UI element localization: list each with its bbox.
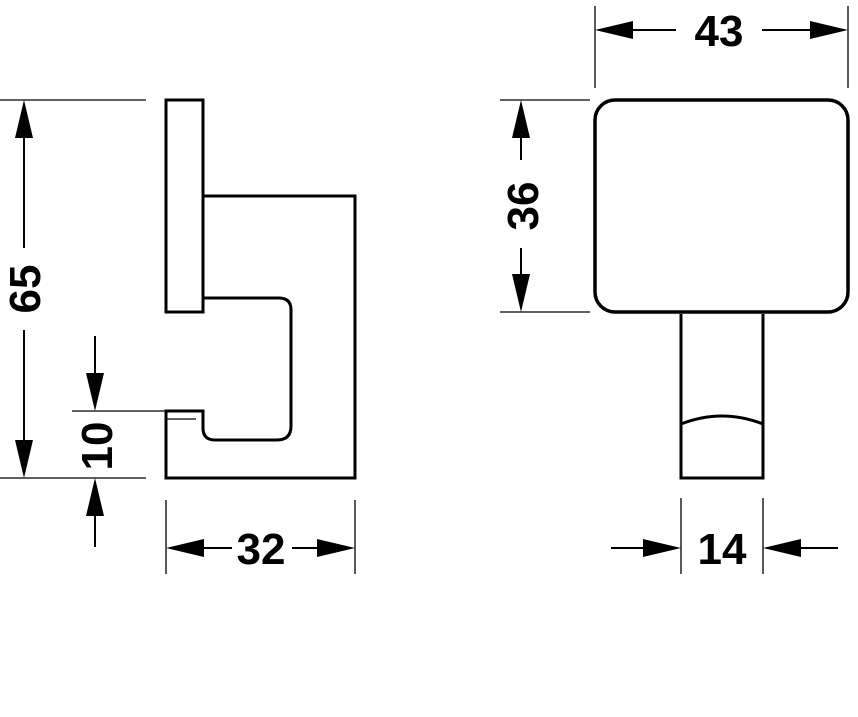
front-view bbox=[593, 98, 850, 480]
dimension-front-height-label: 36 bbox=[499, 182, 548, 231]
dimension-depth: 32 bbox=[165, 500, 356, 574]
dimension-depth-label: 32 bbox=[237, 525, 286, 574]
side-view-hook-body bbox=[164, 194, 357, 480]
dimension-front-width-label: 43 bbox=[695, 7, 744, 56]
dimension-hook-gap: 10 bbox=[72, 336, 166, 547]
dimension-stem-width-label: 14 bbox=[698, 525, 747, 574]
dimension-hook-gap-label: 10 bbox=[73, 422, 122, 471]
dimension-stem-width: 14 bbox=[611, 498, 838, 574]
front-view-plate bbox=[593, 98, 850, 314]
dimension-front-height: 36 bbox=[499, 99, 590, 313]
dimension-total-height: 65 bbox=[0, 99, 146, 479]
front-view-stem-curve bbox=[680, 414, 764, 426]
side-view-wall-plate bbox=[164, 98, 205, 314]
front-view-stem bbox=[679, 314, 765, 480]
dimension-total-height-label: 65 bbox=[1, 265, 50, 314]
side-view bbox=[164, 98, 357, 480]
dimension-front-width: 43 bbox=[594, 6, 849, 88]
